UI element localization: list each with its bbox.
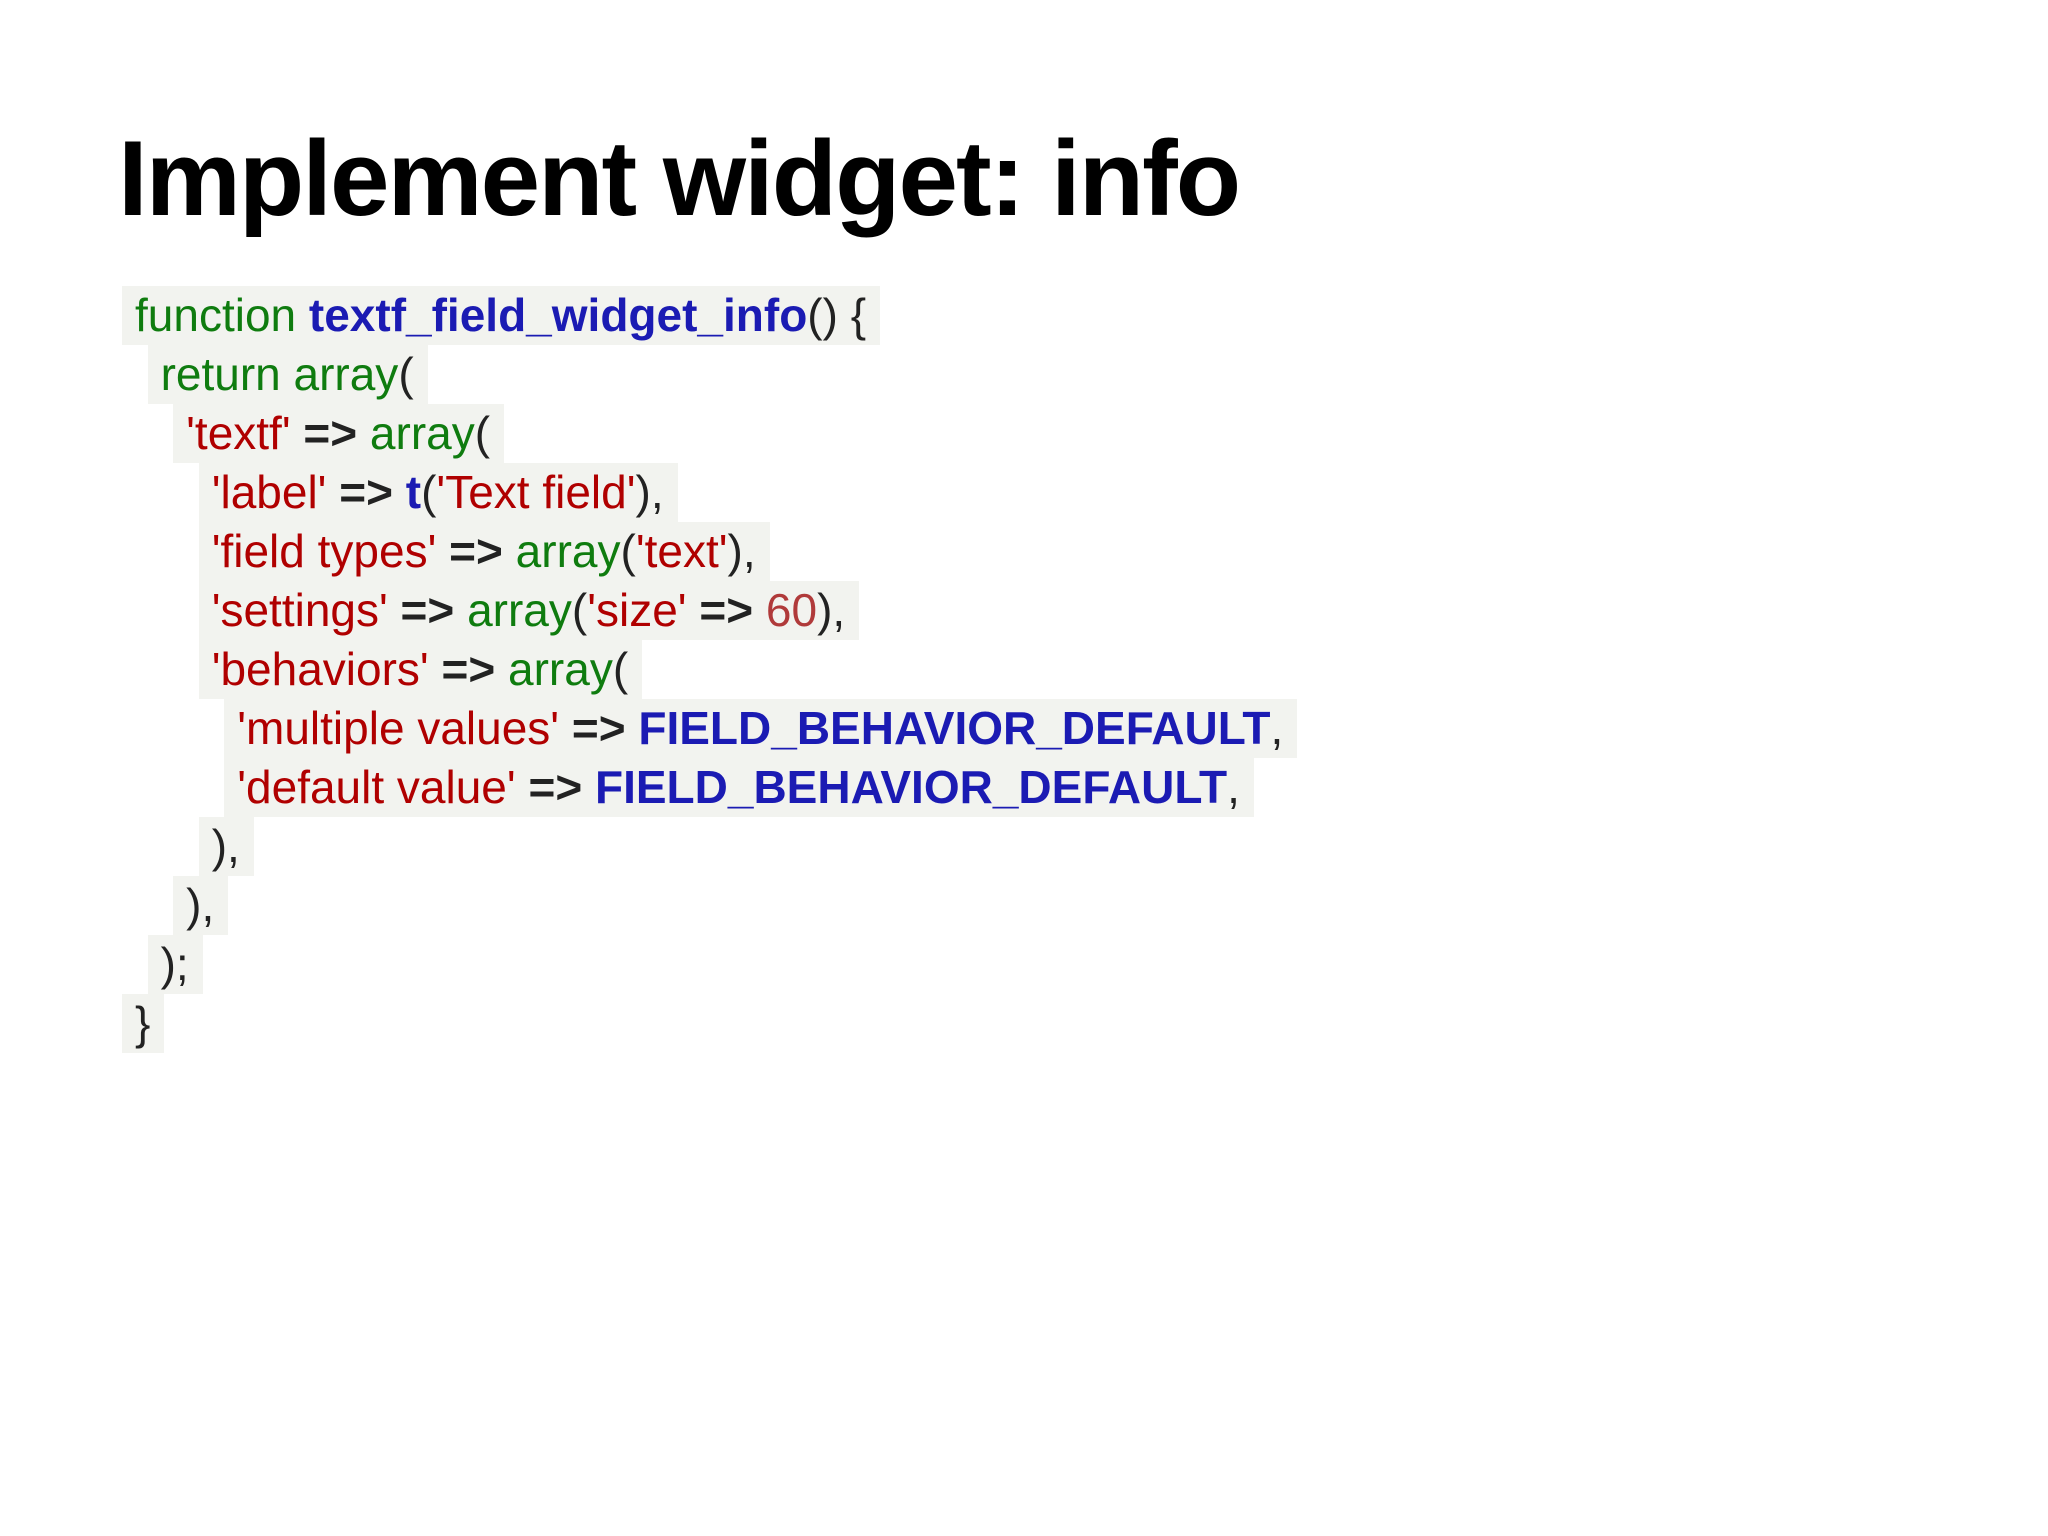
code-line-highlight: 'default value' => FIELD_BEHAVIOR_DEFAUL…	[224, 758, 1254, 817]
code-line-12: );	[135, 935, 1297, 994]
code-token-string: 'behaviors'	[211, 643, 429, 695]
code-line-8: 'multiple values' => FIELD_BEHAVIOR_DEFA…	[135, 699, 1298, 758]
code-token-punct: (	[612, 643, 629, 695]
code-token-number: 60	[765, 584, 818, 636]
code-token-operator: =>	[515, 761, 595, 813]
code-token-punct: (	[571, 584, 588, 636]
code-line-highlight: return array(	[147, 345, 428, 404]
code-line-highlight: ),	[198, 817, 254, 876]
code-token-keyword: array	[515, 525, 621, 577]
code-block: function textf_field_widget_info() { ret…	[122, 286, 1298, 1053]
code-line-5: 'field types' => array('text'),	[135, 522, 1297, 581]
code-token-punct: );	[160, 938, 189, 990]
code-line-highlight: 'label' => t('Text field'),	[198, 463, 678, 522]
code-token-punct: }	[135, 997, 151, 1049]
code-token-punct: ),	[727, 525, 756, 577]
code-token-punct: ),	[635, 466, 664, 518]
code-line-highlight: 'behaviors' => array(	[198, 640, 643, 699]
code-token-punct: (	[421, 466, 437, 518]
code-line-highlight: 'textf' => array(	[173, 404, 505, 463]
code-token-keyword: array	[467, 584, 572, 636]
code-line-2: return array(	[135, 345, 1297, 404]
code-line-10: ),	[135, 817, 1297, 876]
code-token-string: 'Text field'	[436, 466, 636, 518]
code-token-punct: (	[474, 407, 491, 459]
code-token-punct: (	[620, 525, 636, 577]
code-token-punct: ,	[1227, 761, 1240, 813]
code-line-highlight: );	[147, 935, 203, 994]
code-token-string: 'label'	[211, 466, 327, 518]
code-token-constant: FIELD_BEHAVIOR_DEFAULT	[594, 761, 1228, 813]
code-line-highlight: 'settings' => array('size' => 60),	[198, 581, 860, 640]
code-token-keyword: array	[369, 407, 475, 459]
slide-title: Implement widget: info	[118, 117, 1241, 238]
code-token-keyword: array	[508, 643, 613, 695]
code-line-highlight: function textf_field_widget_info() {	[122, 286, 881, 345]
code-token-string: 'size'	[587, 584, 687, 636]
code-token-operator: =>	[428, 643, 509, 695]
code-token-string: 'textf'	[186, 407, 291, 459]
code-line-highlight: }	[122, 994, 165, 1053]
code-line-6: 'settings' => array('size' => 60),	[135, 581, 1297, 640]
code-line-9: 'default value' => FIELD_BEHAVIOR_DEFAUL…	[135, 758, 1297, 817]
code-line-7: 'behaviors' => array(	[135, 640, 1297, 699]
code-token-string: 'settings'	[211, 584, 388, 636]
code-token-operator: =>	[290, 407, 370, 459]
code-token-operator: =>	[387, 584, 468, 636]
code-token-function-name: textf_field_widget_info	[308, 289, 808, 341]
code-line-highlight: 'multiple values' => FIELD_BEHAVIOR_DEFA…	[224, 699, 1298, 758]
code-token-punct: (	[398, 348, 414, 400]
code-indent	[135, 761, 237, 813]
code-token-function-name: t	[405, 466, 422, 518]
code-line-4: 'label' => t('Text field'),	[135, 463, 1297, 522]
code-token-punct: () {	[807, 289, 867, 341]
code-line-13: }	[122, 994, 1297, 1053]
code-token-string: 'default value'	[237, 761, 516, 813]
code-token-operator: =>	[436, 525, 516, 577]
code-token-punct: ,	[1270, 702, 1284, 754]
code-token-punct: ),	[186, 879, 215, 931]
code-line-highlight: ),	[173, 876, 229, 935]
code-token-constant: FIELD_BEHAVIOR_DEFAULT	[638, 702, 1271, 754]
code-line-11: ),	[135, 876, 1297, 935]
code-line-1: function textf_field_widget_info() {	[122, 286, 1297, 345]
code-token-operator: =>	[326, 466, 406, 518]
code-token-string: 'field types'	[211, 525, 437, 577]
code-token-string: 'text'	[635, 525, 728, 577]
code-indent	[135, 702, 237, 754]
code-token-operator: =>	[686, 584, 766, 636]
code-line-3: 'textf' => array(	[135, 404, 1297, 463]
code-token-punct: ),	[817, 584, 846, 636]
code-token-string: 'multiple values'	[237, 702, 560, 754]
code-line-highlight: 'field types' => array('text'),	[198, 522, 770, 581]
code-token-keyword: function	[135, 289, 309, 341]
code-token-operator: =>	[559, 702, 639, 754]
code-token-keyword: return array	[160, 348, 399, 400]
code-token-punct: ),	[211, 820, 240, 872]
